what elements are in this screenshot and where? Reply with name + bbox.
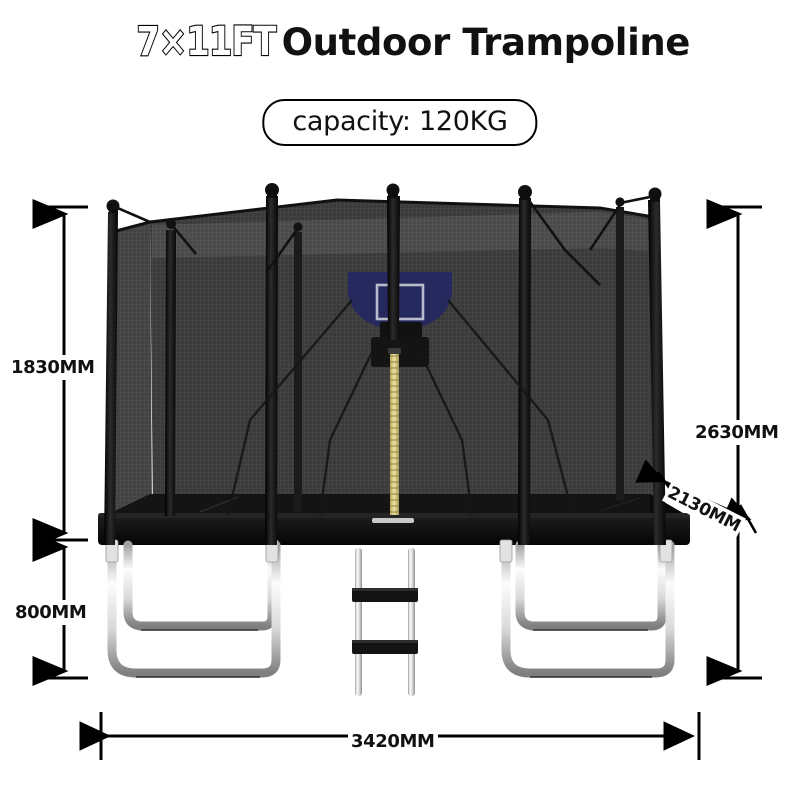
dimension-label-frame-height: 800MM (12, 600, 90, 625)
center-net-pole (386, 183, 400, 340)
title-product-name: Outdoor Trampoline (281, 21, 691, 64)
capacity-badge: capacity: 120KG (262, 99, 538, 146)
enclosure-poles (104, 183, 666, 545)
leg-brackets (105, 539, 673, 563)
dimension-label-net-height: 1830MM (8, 355, 98, 380)
basketball-backboard (348, 272, 452, 367)
trampoline-legs (107, 540, 675, 678)
net-seams (226, 299, 574, 516)
net-support-straps (112, 194, 656, 286)
title-size-badge: 7×11FT (136, 19, 278, 65)
dimension-label-width: 3420MM (348, 729, 438, 754)
capacity-label: capacity: 120KG (292, 106, 508, 137)
net-entry-zipper (388, 348, 401, 515)
dimension-label-total-height: 2630MM (692, 420, 782, 445)
trampoline-ladder (352, 548, 418, 696)
leg-shading (136, 629, 652, 678)
